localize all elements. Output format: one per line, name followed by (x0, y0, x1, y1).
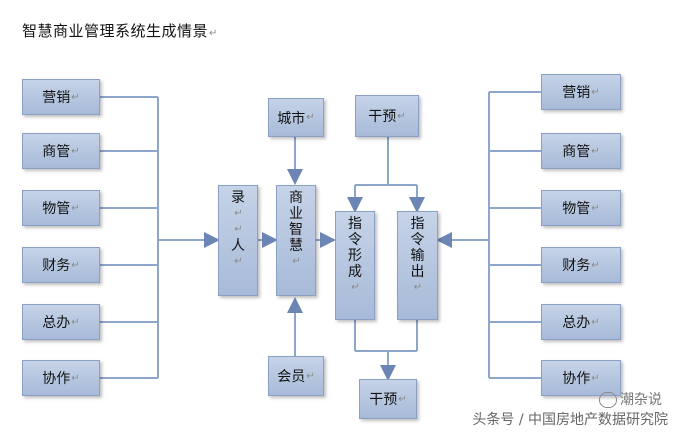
input-box: 录 ↵ ↵ 人 ↵ (218, 185, 258, 296)
right-box-finance: 财务↵ (541, 247, 621, 283)
right-box-commerce: 商管↵ (541, 133, 621, 169)
right-box-coop: 协作↵ (541, 360, 621, 396)
left-box-commerce: 商管↵ (22, 133, 100, 169)
member-box: 会员↵ (268, 356, 324, 396)
right-box-marketing: 营销↵ (541, 74, 621, 110)
left-box-property: 物管↵ (22, 190, 100, 226)
right-box-office: 总办↵ (541, 304, 621, 340)
command-formation-box: 指 令 形 成 ↵ (335, 211, 375, 320)
right-box-property: 物管↵ (541, 190, 621, 226)
intervene-bottom-box: 干预↵ (359, 379, 417, 419)
watermark-source: 头条号 / 中国房地产数据研究院 (472, 412, 668, 428)
business-intelligence-box: 商 业 智 慧 ↵ (276, 185, 316, 296)
city-box: 城市↵ (268, 98, 324, 137)
left-box-coop: 协作↵ (22, 360, 100, 396)
intervene-top-box: 干预↵ (355, 95, 419, 137)
left-box-marketing: 营销↵ (22, 79, 100, 115)
watermark-logo-icon (599, 392, 617, 408)
diagram-title: 智慧商业管理系统生成情景↵ (22, 22, 218, 40)
watermark-logo: 潮杂说 (599, 389, 662, 409)
left-box-office: 总办↵ (22, 304, 100, 340)
command-output-box: 指 令 输 出 ↵ (397, 211, 438, 320)
left-box-finance: 财务↵ (22, 247, 100, 283)
